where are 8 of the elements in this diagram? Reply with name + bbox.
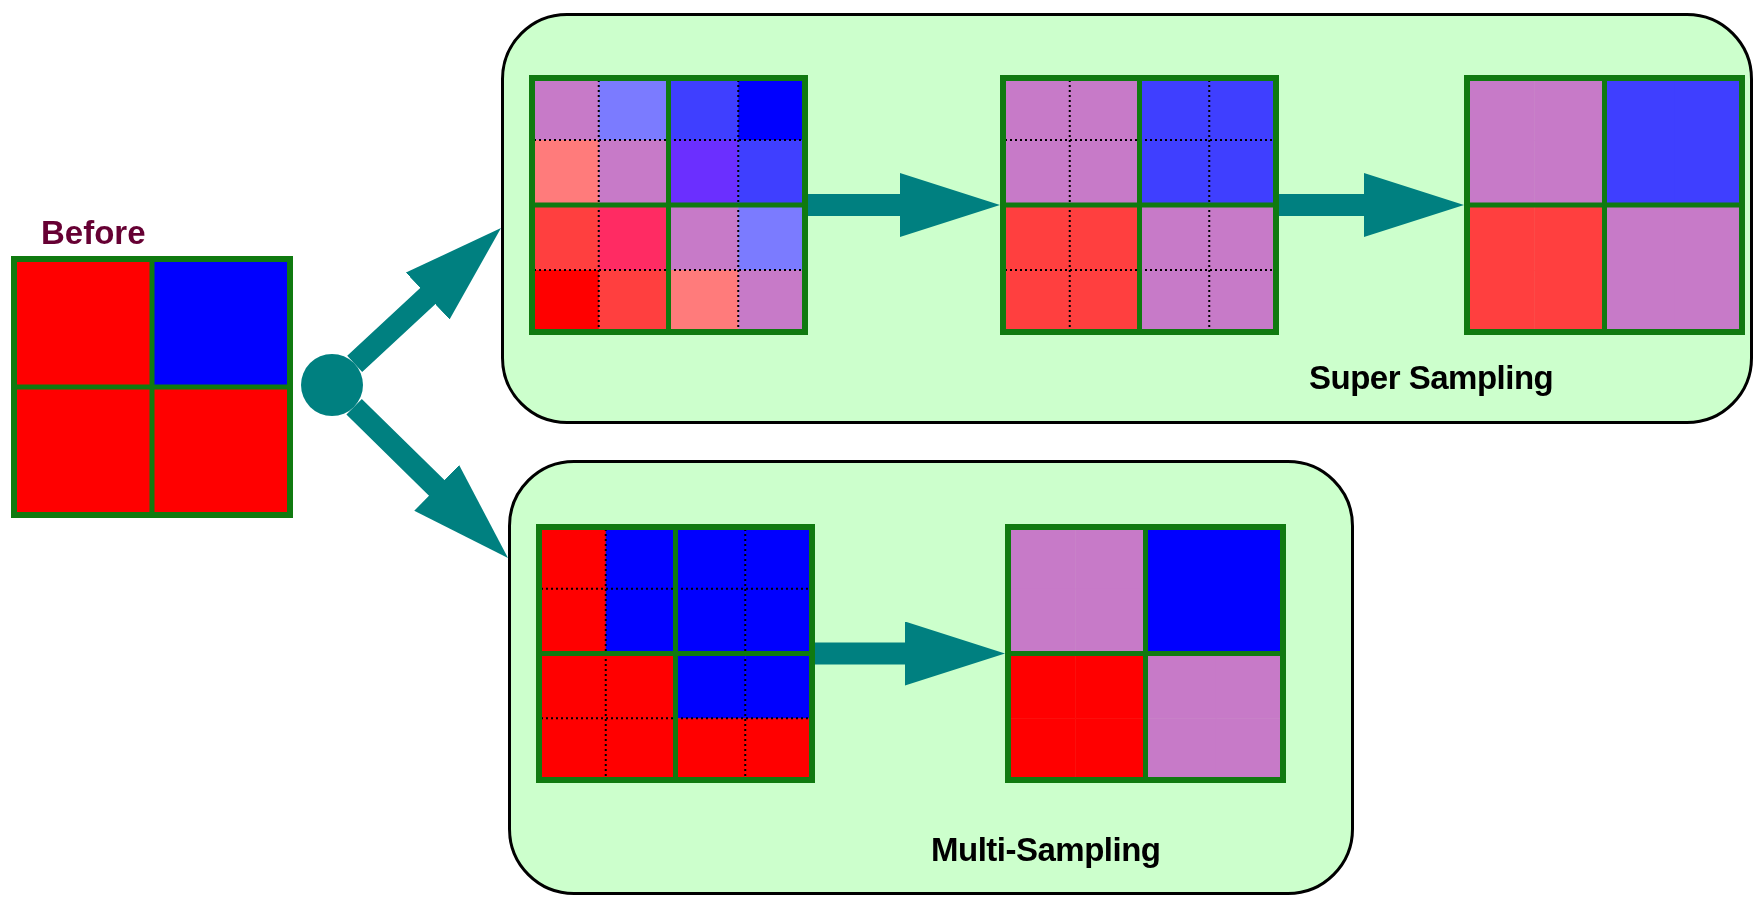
- group-panel: [508, 460, 1354, 895]
- panel-title: Multi-Sampling: [931, 831, 1161, 869]
- heading-label: Before: [41, 214, 146, 252]
- panel-title: Super Sampling: [1309, 359, 1554, 397]
- arrow: [808, 173, 1000, 237]
- group-panel: [501, 13, 1753, 424]
- arrow: [1279, 173, 1464, 237]
- arrow: [815, 621, 1005, 686]
